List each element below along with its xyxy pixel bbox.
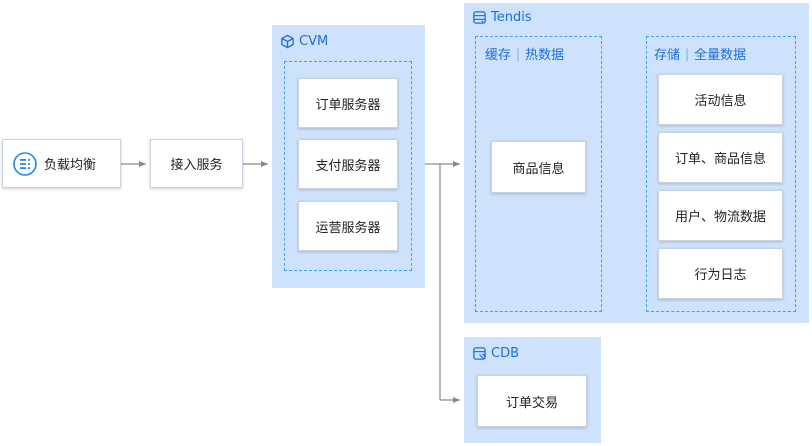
load-balancer-node[interactable]: 负载均衡	[2, 139, 121, 188]
order-server-node[interactable]: 订单服务器	[298, 78, 398, 128]
tendis-title-label: Tendis	[491, 10, 532, 25]
storage-label: 存储	[654, 48, 681, 63]
access-service-node[interactable]: 接入服务	[150, 139, 243, 188]
cdb-database-icon	[472, 346, 491, 361]
server-label: 运营服务器	[315, 220, 381, 236]
title-separator: |	[685, 46, 690, 61]
activity-info-node[interactable]: 活动信息	[658, 74, 783, 125]
order-transaction-label: 订单交易	[505, 395, 558, 411]
storage-group	[646, 36, 796, 312]
order-transaction-node[interactable]: 订单交易	[477, 375, 587, 427]
storage-item-label: 订单、商品信息	[674, 152, 766, 167]
storage-item-label: 行为日志	[694, 268, 747, 283]
server-label: 订单服务器	[315, 97, 381, 113]
product-info-label: 商品信息	[512, 161, 565, 177]
cdb-title-label: CDB	[491, 346, 520, 361]
title-separator: |	[516, 46, 521, 61]
storage-group-title: 存储 | 全量数据	[654, 44, 747, 64]
storage-item-label: 用户、物流数据	[674, 210, 766, 225]
cache-group-title: 缓存 | 热数据	[485, 44, 565, 64]
cvm-title: CVM	[280, 34, 328, 49]
payment-server-node[interactable]: 支付服务器	[298, 139, 398, 189]
cache-group	[475, 36, 602, 312]
access-service-label: 接入服务	[170, 158, 223, 173]
cube-icon	[280, 34, 299, 49]
cdb-title: CDB	[472, 346, 519, 361]
cache-label: 缓存	[485, 48, 512, 63]
user-logistics-data-node[interactable]: 用户、物流数据	[658, 190, 783, 241]
load-balancer-label: 负载均衡	[44, 158, 97, 173]
order-product-info-node[interactable]: 订单、商品信息	[658, 132, 783, 183]
behavior-log-node[interactable]: 行为日志	[658, 248, 783, 299]
storage-item-label: 活动信息	[694, 94, 747, 109]
database-icon	[472, 10, 491, 25]
operation-server-node[interactable]: 运营服务器	[298, 201, 398, 251]
tendis-title: Tendis	[472, 10, 532, 25]
full-data-label: 全量数据	[694, 48, 747, 63]
cvm-title-label: CVM	[299, 34, 329, 49]
server-label: 支付服务器	[315, 158, 381, 174]
product-info-cache-node[interactable]: 商品信息	[491, 141, 586, 193]
cvm-server-group	[284, 61, 412, 271]
hot-data-label: 热数据	[525, 48, 565, 63]
load-balancer-icon	[13, 151, 37, 176]
